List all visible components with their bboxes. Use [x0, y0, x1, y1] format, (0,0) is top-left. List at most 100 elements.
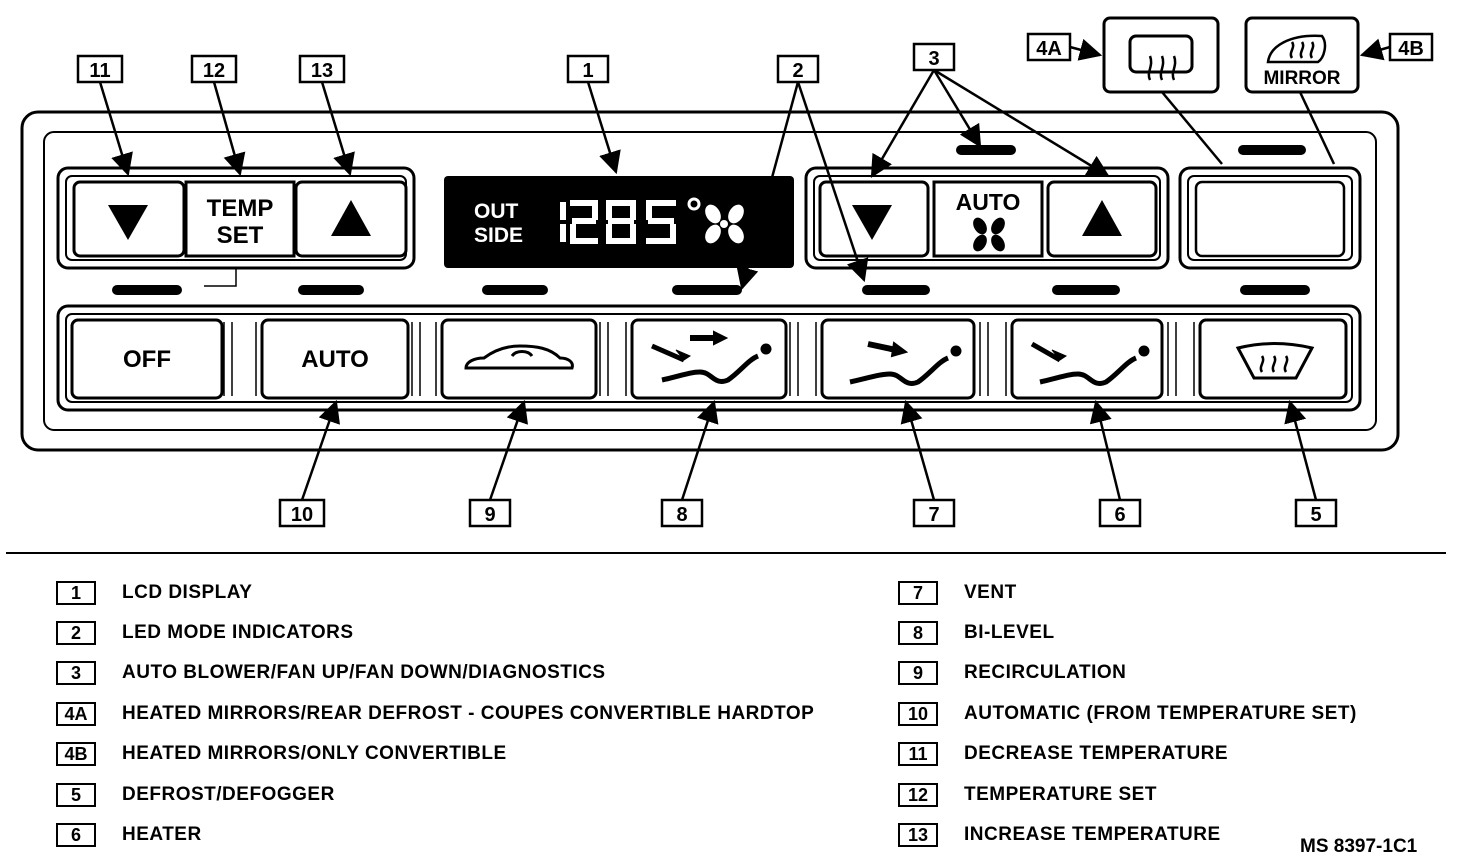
fan-icon [973, 217, 1005, 252]
temp-set-button[interactable]: TEMP SET [184, 180, 296, 258]
legend-item: 10 AUTOMATIC (FROM TEMPERATURE SET) [898, 701, 1357, 727]
defrost-button[interactable] [1198, 318, 1348, 400]
heater-button[interactable] [1010, 318, 1164, 400]
legend-key: 9 [898, 661, 938, 685]
legend-text: LCD DISPLAY [122, 582, 253, 603]
mirror-icon [1266, 34, 1327, 64]
callout-7: 7 [928, 504, 939, 526]
up-arrow-icon [331, 200, 371, 236]
legend-text: HEATED MIRRORS/ONLY CONVERTIBLE [122, 743, 507, 764]
mirror-inset: MIRROR [1244, 16, 1360, 94]
legend-item: 3 AUTO BLOWER/FAN UP/FAN DOWN/DIAGNOSTIC… [56, 660, 606, 686]
legend-text: HEATED MIRRORS/REAR DEFROST - COUPES CON… [122, 703, 815, 724]
legend-item: 1 LCD DISPLAY [56, 580, 252, 606]
bi-level-icon [650, 330, 772, 384]
legend-item: 7 VENT [898, 580, 1017, 606]
mirror-label: MIRROR [1263, 68, 1340, 89]
legend-text: DECREASE TEMPERATURE [964, 743, 1229, 764]
temp-set-connector [204, 268, 237, 287]
control-panel-bezel [20, 110, 1400, 452]
callout-1: 1 [582, 60, 593, 82]
legend-key: 10 [898, 702, 938, 726]
down-arrow-icon [108, 205, 148, 240]
legend-text: AUTOMATIC (FROM TEMPERATURE SET) [964, 703, 1357, 724]
legend-item: 4A HEATED MIRRORS/REAR DEFROST - COUPES … [56, 701, 814, 727]
callout-13: 13 [311, 60, 333, 82]
callout-numbers: 1 2 3 4A 4B 5 6 7 8 9 10 11 12 13 [89, 38, 1423, 526]
rear-defrost-inset [1102, 16, 1220, 94]
callout-labels [76, 32, 1434, 528]
heater-icon [1030, 341, 1150, 386]
fan-down-button[interactable] [818, 180, 930, 258]
legend-key: 1 [56, 581, 96, 605]
lcd-fan-icon [705, 204, 744, 244]
legend-key: 12 [898, 783, 938, 807]
bi-level-button[interactable] [630, 318, 788, 400]
auto-label: AUTO [301, 346, 369, 373]
led-mode-indicators [112, 145, 1310, 295]
legend-item: 11 DECREASE TEMPERATURE [898, 741, 1228, 767]
auto-fan-label: AUTO [956, 189, 1021, 215]
off-button[interactable]: OFF [70, 318, 224, 400]
auto-fan-button[interactable]: AUTO [932, 180, 1044, 258]
callout-12: 12 [203, 60, 225, 82]
lcd-digits [560, 197, 701, 244]
lcd-outside-label-line1: OUT [474, 200, 519, 223]
up-arrow-icon [1082, 200, 1122, 236]
legend-item: 6 HEATER [56, 822, 202, 848]
callout-8: 8 [676, 504, 687, 526]
heated-mirror-button[interactable] [1178, 166, 1362, 270]
leader-lines [98, 38, 1391, 501]
legend-key: 7 [898, 581, 938, 605]
vent-button[interactable] [820, 318, 976, 400]
legend-text: INCREASE TEMPERATURE [964, 824, 1221, 845]
off-label: OFF [123, 346, 171, 373]
legend-text: VENT [964, 582, 1017, 603]
fan-button-group [804, 166, 1170, 270]
figure-id: MS 8397-1C1 [1300, 836, 1418, 857]
legend-text: TEMPERATURE SET [964, 784, 1157, 805]
callout-6: 6 [1114, 504, 1125, 526]
legend-key: 4A [56, 702, 96, 726]
legend-item: 9 RECIRCULATION [898, 660, 1126, 686]
legend-text: BI-LEVEL [964, 622, 1055, 643]
fan-up-button[interactable] [1046, 180, 1158, 258]
legend-text: DEFROST/DEFOGGER [122, 784, 335, 805]
callout-3: 3 [928, 48, 939, 70]
legend-key: 2 [56, 621, 96, 645]
callout-4b: 4B [1398, 38, 1424, 60]
temp-set-label-line2: SET [217, 222, 264, 249]
temp-set-label-line1: TEMP [207, 195, 274, 222]
legend-item: 4B HEATED MIRRORS/ONLY CONVERTIBLE [56, 741, 507, 767]
lcd-display: OUT SIDE [444, 176, 794, 268]
decrease-temp-button[interactable] [72, 180, 186, 258]
vent-icon [849, 341, 962, 386]
recirculation-button[interactable] [440, 318, 598, 400]
callout-4a: 4A [1036, 38, 1062, 60]
legend-text: AUTO BLOWER/FAN UP/FAN DOWN/DIAGNOSTICS [122, 662, 606, 683]
callout-10: 10 [291, 504, 313, 526]
legend-key: 6 [56, 823, 96, 847]
callout-5: 5 [1310, 504, 1321, 526]
increase-temp-button[interactable] [294, 180, 408, 258]
callout-2: 2 [792, 60, 803, 82]
legend-item: 5 DEFROST/DEFOGGER [56, 782, 335, 808]
legend-key: 11 [898, 742, 938, 766]
legend-item: 8 BI-LEVEL [898, 620, 1055, 646]
auto-button[interactable]: AUTO [260, 318, 410, 400]
recirculation-car-icon [464, 344, 574, 370]
callout-11: 11 [89, 60, 110, 82]
windshield-defrost-icon [1235, 342, 1315, 380]
legend-key: 4B [56, 742, 96, 766]
rear-defrost-icon [1128, 34, 1194, 81]
legend-text: RECIRCULATION [964, 662, 1127, 683]
legend-item: 12 TEMPERATURE SET [898, 782, 1157, 808]
legend-item: 2 LED MODE INDICATORS [56, 620, 354, 646]
lcd-outside-label-line2: SIDE [474, 224, 523, 247]
callout-9: 9 [484, 504, 495, 526]
legend-text: LED MODE INDICATORS [122, 622, 354, 643]
legend-text: HEATER [122, 824, 202, 845]
legend-key: 5 [56, 783, 96, 807]
